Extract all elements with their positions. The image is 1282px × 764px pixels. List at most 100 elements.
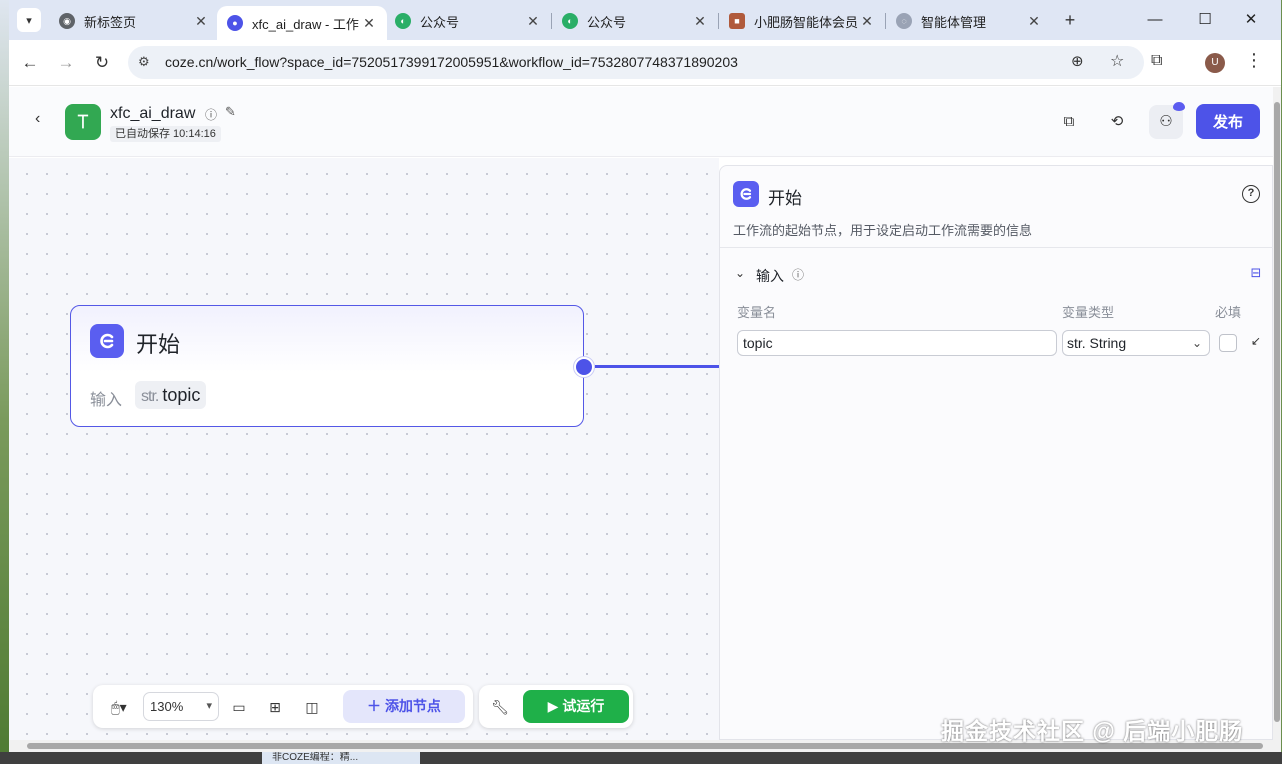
close-icon[interactable]: ✕ (527, 12, 539, 29)
zoom-select[interactable]: 130% ▾ (143, 692, 219, 721)
chevron-down-icon: ▾ (206, 700, 212, 712)
tab-member[interactable]: ■ 小肥肠智能体会员 ✕ (719, 6, 885, 36)
tab-strip: ▾ ◉ 新标签页 ✕ ● xfc_ai_draw - 工作 ✕ ◐ 公众号 ✕ … (9, 0, 1281, 40)
horizontal-scrollbar[interactable] (9, 740, 1273, 752)
node-config-panel: 开始 ? 工作流的起始节点，用于设定启动工作流需要的信息 ⌄ 输入 ⓘ ⊟ 变量… (719, 165, 1274, 740)
tab-title: 公众号 (587, 14, 627, 30)
param-name: topic (162, 385, 201, 405)
scroll-thumb[interactable] (27, 743, 1263, 749)
test-run-button[interactable]: ▶ 试运行 (523, 690, 629, 723)
expand-arrow-icon[interactable]: ↙ (1251, 334, 1262, 348)
tab-separator (551, 13, 552, 29)
required-checkbox[interactable] (1219, 334, 1237, 352)
comment-icon[interactable]: ▭ (232, 699, 246, 715)
chrome-icon: ◉ (59, 13, 75, 29)
more-menu-icon[interactable]: ⋮ (1245, 50, 1263, 70)
start-node-input-label: 输入 (90, 392, 123, 409)
workflow-name: xfc_ai_draw (110, 105, 196, 122)
extensions-icon[interactable]: ⧉ (1151, 52, 1163, 69)
canvas-toolbar: 🖱︎▾ 130% ▾ ▭ ⊞ ◫ ＋ 添加节点 (93, 685, 473, 728)
vertical-scrollbar[interactable] (1273, 87, 1281, 752)
play-icon: ▶ (547, 698, 563, 714)
workflow-logo: ⟙ (65, 104, 101, 140)
test-run-label: 试运行 (562, 698, 605, 714)
tab-separator (885, 13, 886, 29)
reload-icon[interactable]: ↻ (94, 53, 110, 72)
close-icon[interactable]: ✕ (694, 12, 706, 29)
start-node-param-tag: str.topic (135, 381, 207, 409)
tab-title: 小肥肠智能体会员 (754, 14, 859, 30)
publish-button[interactable]: 发布 (1196, 104, 1260, 139)
plus-icon: ＋ (367, 698, 385, 714)
output-port[interactable] (574, 357, 594, 377)
start-node-icon (733, 181, 759, 207)
browser-toolbar: ← → ↻ ⚙ coze.cn/work_flow?space_id=75205… (9, 40, 1281, 86)
start-node-icon (90, 324, 124, 358)
close-icon[interactable]: ✕ (363, 14, 375, 31)
variable-name-input[interactable]: topic (737, 330, 1057, 356)
address-bar[interactable]: ⚙ coze.cn/work_flow?space_id=75205173991… (128, 46, 1144, 79)
info-icon[interactable]: ⓘ (792, 268, 805, 282)
users-icon: ⚇ (1159, 113, 1173, 130)
zoom-value: 130% (150, 699, 184, 714)
zoom-icon[interactable]: ⊕ (1071, 53, 1084, 70)
window-close-icon[interactable]: ✕ (1244, 11, 1258, 28)
divider (720, 247, 1274, 248)
edit-icon[interactable]: ✎ (225, 104, 236, 119)
bookmark-star-icon[interactable]: ☆ (1110, 53, 1125, 70)
workflow-header: ‹ ⟙ xfc_ai_draw ⓘ ✎ 已自动保存 10:14:16 ⧉ ⟲ ⚇… (9, 87, 1273, 157)
taskbar-item[interactable]: 非COZE编程：精... (262, 752, 420, 764)
tab-agent-manage[interactable]: ◌ 智能体管理 ✕ (886, 6, 1052, 36)
minimap-icon[interactable]: ◫ (305, 699, 319, 715)
coze-icon: ● (227, 15, 243, 31)
add-node-label: 添加节点 (384, 698, 441, 714)
tab-title: xfc_ai_draw - 工作 (252, 16, 359, 32)
site-settings-icon[interactable]: ⚙ (138, 54, 150, 69)
minimize-icon[interactable]: — (1147, 11, 1163, 28)
close-icon[interactable]: ✕ (195, 12, 207, 29)
batch-edit-icon[interactable]: ⊟ (1250, 265, 1262, 280)
maximize-icon[interactable]: ☐ (1198, 11, 1212, 28)
tab-wechat-1[interactable]: ◐ 公众号 ✕ (385, 6, 551, 36)
copy-icon[interactable]: ⧉ (1063, 113, 1075, 130)
info-icon[interactable]: ⓘ (205, 108, 218, 122)
tab-search-chevron-icon[interactable]: ▾ (17, 8, 41, 32)
mouse-mode-icon[interactable]: 🖱︎▾ (111, 699, 127, 715)
browser-window: ▾ ◉ 新标签页 ✕ ● xfc_ai_draw - 工作 ✕ ◐ 公众号 ✕ … (9, 0, 1281, 752)
history-icon[interactable]: ⟲ (1110, 113, 1124, 130)
diamond-badge-icon (1173, 102, 1185, 111)
back-arrow-icon[interactable]: ← (21, 53, 39, 72)
new-tab-plus-icon[interactable]: + (1064, 10, 1076, 30)
workflow-canvas[interactable]: 开始 输入 str.topic 🖱︎▾ 130% ▾ ▭ ⊞ ◫ ＋ 添加节点 🔧… (9, 158, 719, 740)
variable-type-select[interactable]: str. String⌄ (1062, 330, 1210, 356)
wrench-icon[interactable]: 🔧︎ (491, 699, 509, 715)
tab-workflow[interactable]: ● xfc_ai_draw - 工作 ✕ (217, 6, 387, 40)
add-node-button[interactable]: ＋ 添加节点 (343, 690, 465, 723)
watermark: 掘金技术社区 @ 后端小肥肠 (941, 718, 1244, 744)
start-node[interactable]: 开始 输入 str.topic (70, 305, 584, 427)
collaborators-button[interactable]: ⚇ (1149, 102, 1185, 139)
tab-wechat-2[interactable]: ◐ 公众号 ✕ (552, 6, 718, 36)
close-icon[interactable]: ✕ (861, 12, 873, 29)
taskbar: 非COZE编程：精... (0, 752, 1282, 764)
tab-new-tab[interactable]: ◉ 新标签页 ✕ (49, 6, 219, 36)
param-type: str. (141, 388, 159, 405)
autosave-badge: 已自动保存 10:14:16 (110, 126, 221, 142)
wechat-icon: ◐ (395, 13, 411, 29)
chevron-down-icon[interactable]: ⌄ (735, 266, 746, 280)
wechat-icon: ◐ (562, 13, 578, 29)
chevron-left-icon[interactable]: ‹ (35, 110, 41, 127)
col-header-name: 变量名 (737, 305, 777, 320)
close-icon[interactable]: ✕ (1028, 12, 1040, 29)
input-section-title[interactable]: 输入 (756, 268, 784, 284)
desktop-background (0, 0, 9, 764)
site-icon: ◌ (896, 13, 912, 29)
connection-edge (595, 365, 719, 368)
layout-grid-icon[interactable]: ⊞ (269, 699, 281, 715)
url-text[interactable]: coze.cn/work_flow?space_id=7520517399172… (165, 54, 738, 70)
profile-avatar[interactable]: U (1205, 53, 1225, 73)
site-icon: ■ (729, 13, 745, 29)
scroll-thumb[interactable] (1274, 102, 1280, 722)
help-icon[interactable]: ? (1242, 185, 1260, 203)
forward-arrow-icon[interactable]: → (57, 53, 75, 72)
